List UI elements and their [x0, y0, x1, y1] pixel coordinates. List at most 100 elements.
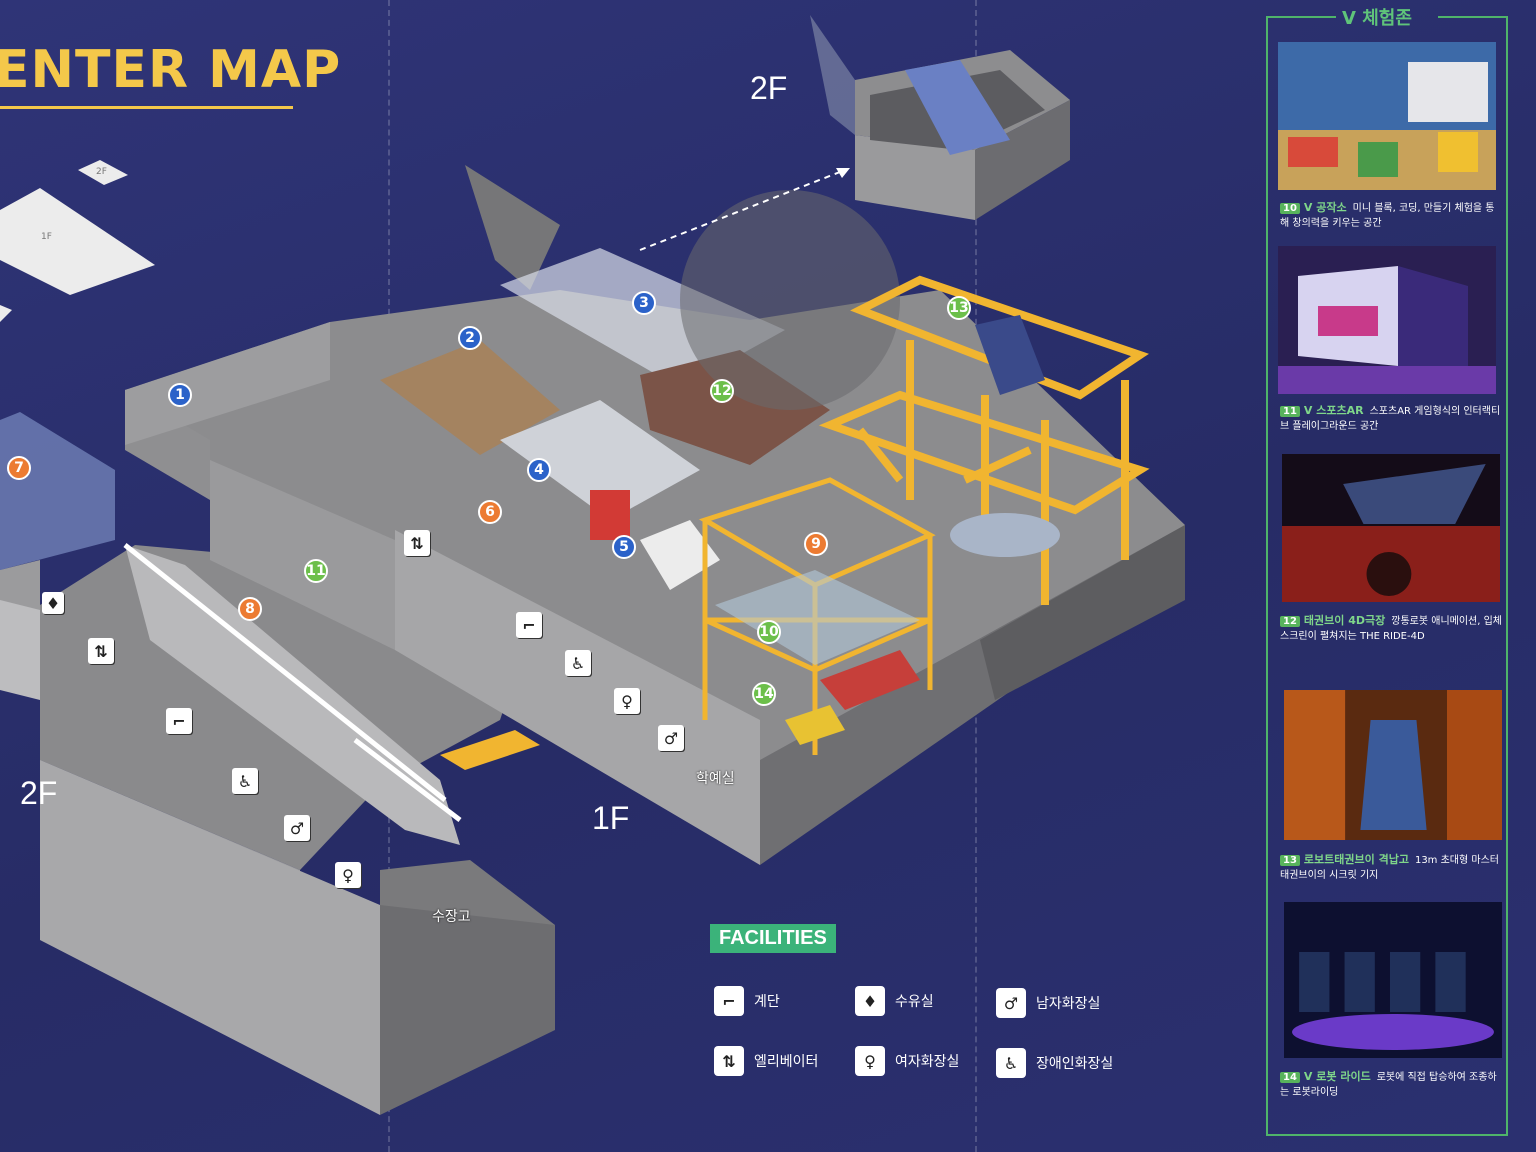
title-underline: [0, 106, 293, 109]
stairs-icon: ⌐: [516, 612, 542, 638]
railing-2: [353, 738, 462, 822]
stairs-icon: ⌐: [166, 708, 192, 734]
mini-floor-label-1f: 1F: [41, 232, 52, 242]
zone-panel-title: V 체험존: [1342, 8, 1412, 29]
facility-label: 엘리베이터: [754, 1054, 819, 1070]
railing: [123, 543, 447, 802]
projection-screen: [465, 165, 560, 290]
mini-floor-2f: [78, 160, 128, 185]
facility-label: 계단: [754, 994, 780, 1010]
map-marker-1[interactable]: 1: [168, 383, 192, 407]
robot-figure: [975, 315, 1045, 395]
zone-item-number: 10: [1280, 203, 1300, 214]
mini-floor-edge: [0, 305, 12, 322]
zone-item-desc: 스포츠AR 게임형식의 인터랙티브 플레이그라운드 공간: [1280, 406, 1501, 432]
zone-item-number: 12: [1280, 616, 1300, 627]
stairs-icon: ⌐: [714, 986, 744, 1016]
floor-label-1f: 1F: [592, 800, 630, 836]
map-marker-7[interactable]: 7: [7, 456, 31, 480]
map-marker-12[interactable]: 12: [710, 379, 734, 403]
zone-item-name: 태권브이 4D극장: [1303, 614, 1386, 627]
upper-2f-glass: [810, 15, 855, 135]
elevator-icon: ⇅: [404, 530, 430, 556]
map-marker-2[interactable]: 2: [458, 326, 482, 350]
zone-photo-13: [1284, 690, 1502, 840]
shelves: [500, 400, 700, 520]
map-marker-11[interactable]: 11: [304, 559, 328, 583]
map-marker-10[interactable]: 10: [757, 620, 781, 644]
zone-item-desc: 깡통로봇 애니메이션, 입체스크린이 펼쳐지는 THE RIDE-4D: [1280, 616, 1503, 642]
elevator-icon: ⇅: [88, 638, 114, 664]
accessible-restroom-icon: ♿: [232, 768, 258, 794]
vending-machine: [590, 490, 630, 540]
womens-restroom-icon: ♀: [335, 862, 361, 888]
map-marker-14[interactable]: 14: [752, 682, 776, 706]
zone-photo-12: [1282, 454, 1500, 602]
wall-left-column: [0, 600, 40, 700]
mini-floor-label-2f: 2F: [96, 167, 107, 177]
route-arrow-head: [836, 168, 850, 178]
facility-label: 수유실: [895, 994, 934, 1010]
wall-2f-front-dark: [40, 760, 380, 1115]
map-marker-3[interactable]: 3: [632, 291, 656, 315]
zone-panel: [1266, 16, 1508, 1136]
nursing-room-icon: ♦: [855, 986, 885, 1016]
accessible-restroom-icon: ♿: [996, 1048, 1026, 1078]
wall-1f-front-left: [210, 460, 395, 650]
wall-storage: [380, 905, 555, 1115]
map-marker-5[interactable]: 5: [612, 535, 636, 559]
facility-womens-restroom: ♀ 여자화장실: [855, 1046, 959, 1076]
yellow-canopy: [440, 730, 540, 770]
scaffold-tower: [818, 275, 1150, 605]
zone-item-name: V 스포츠AR: [1303, 404, 1364, 417]
classroom-label: 학예실: [696, 771, 735, 787]
elevator-icon: ⇅: [714, 1046, 744, 1076]
zone-item-number: 14: [1280, 1072, 1300, 1083]
mens-restroom-icon: ♂: [658, 725, 684, 751]
upper-2f-robot: [905, 60, 1010, 155]
map-marker-13[interactable]: 13: [947, 296, 971, 320]
panel-border: [1438, 16, 1508, 18]
storage-label: 수장고: [432, 909, 471, 925]
facility-label: 여자화장실: [895, 1054, 960, 1070]
zone-photo-10: [1278, 42, 1496, 190]
ball-pit: [380, 340, 560, 455]
womens-restroom-icon: ♀: [855, 1046, 885, 1076]
mini-floor-1f: [0, 188, 155, 295]
mens-restroom-icon: ♂: [284, 815, 310, 841]
map-title: ENTER MAP: [0, 40, 342, 100]
facility-elevator: ⇅ 엘리베이터: [714, 1046, 818, 1076]
zone-item-desc: 13m 초대형 마스터 태권브이의 시크릿 기지: [1280, 855, 1499, 881]
zone-photo-11: [1278, 246, 1496, 394]
zone-photo-14: [1284, 902, 1502, 1058]
facility-stairs: ⌐ 계단: [714, 986, 780, 1016]
wall-1f-right-dark: [980, 525, 1185, 700]
map-marker-9[interactable]: 9: [804, 532, 828, 556]
zone-item-name: V 로봇 라이드: [1303, 1070, 1371, 1083]
facilities-title: FACILITIES: [710, 924, 836, 953]
glass-room-7: [0, 412, 115, 570]
facility-nursing-room: ♦ 수유실: [855, 986, 934, 1016]
robot-platform: [950, 513, 1060, 557]
facility-label: 장애인화장실: [1036, 1056, 1114, 1072]
zone-item-desc: 미니 블록, 코딩, 만들기 체험을 통해 창의력을 키우는 공간: [1280, 203, 1495, 229]
map-marker-4[interactable]: 4: [527, 458, 551, 482]
hangar-dome: [680, 190, 900, 410]
panel-border: [1266, 16, 1336, 18]
ride-car: [785, 705, 845, 745]
mens-restroom-icon: ♂: [996, 988, 1026, 1018]
map-marker-8[interactable]: 8: [238, 597, 262, 621]
wall-1f-back: [125, 322, 330, 445]
upper-2f-wall-front: [855, 135, 975, 220]
zone-item-desc: 로봇에 직접 탑승하여 조종하는 로봇라이딩: [1280, 1072, 1497, 1098]
zone-item-name: V 공작소: [1303, 201, 1347, 214]
map-marker-6[interactable]: 6: [478, 500, 502, 524]
wall-1f-front: [395, 530, 760, 865]
nursing-room-icon: ♦: [42, 592, 64, 614]
zone-item-name: 로보트태권브이 격납고: [1303, 853, 1409, 866]
railing-area: [125, 545, 460, 845]
